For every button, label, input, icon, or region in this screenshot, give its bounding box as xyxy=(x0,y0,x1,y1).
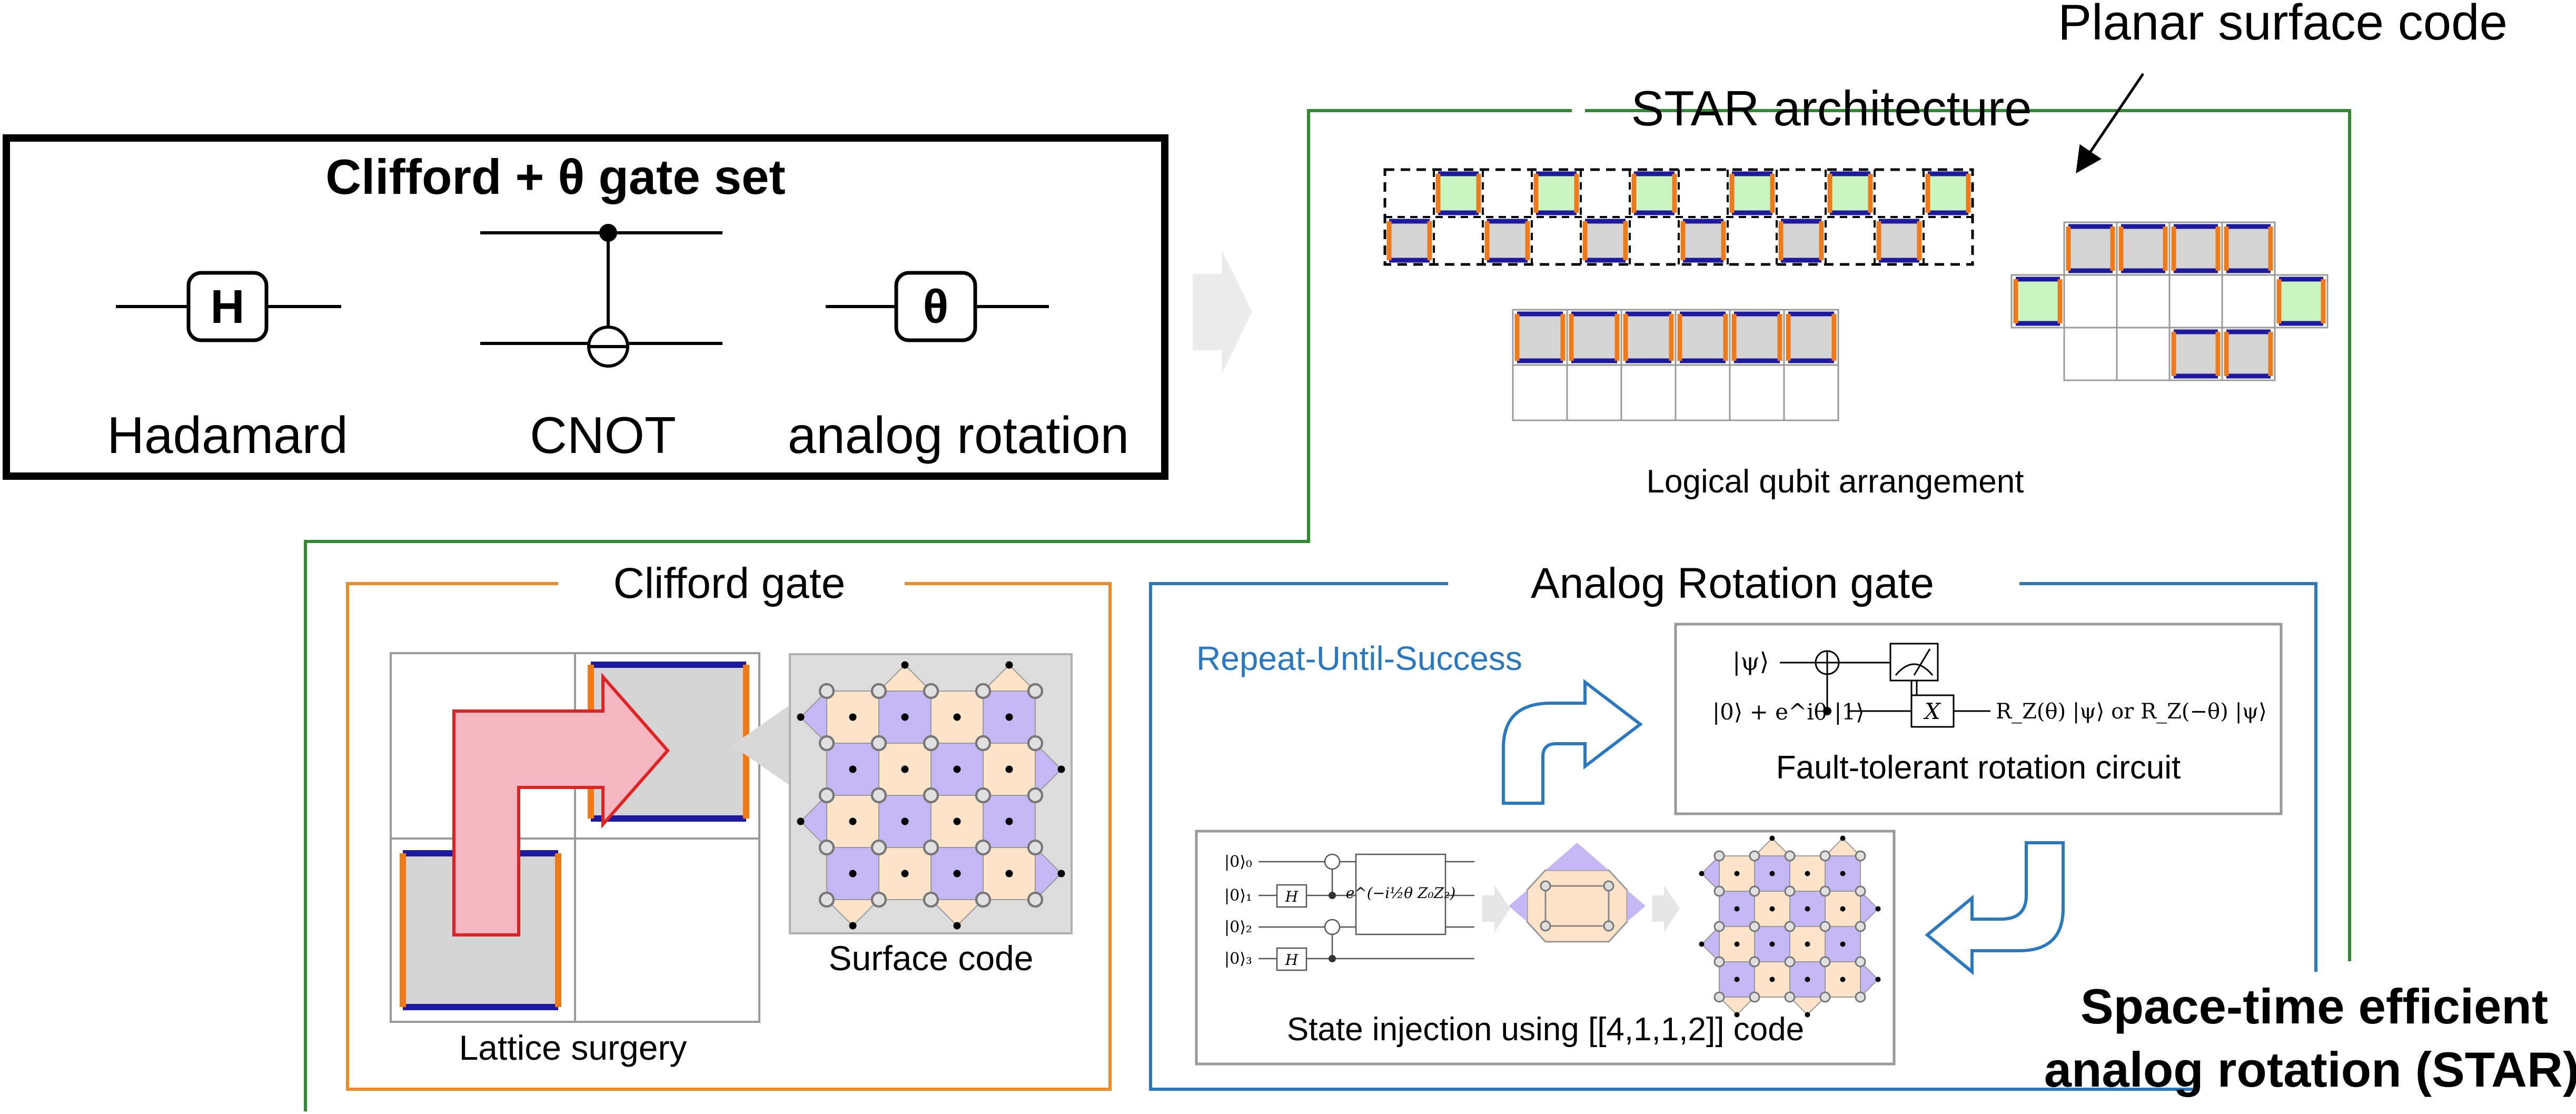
planar-surface-label: Planar surface code xyxy=(2058,0,2508,51)
cnot-label: CNOT xyxy=(530,406,676,464)
arrangement-label: Logical qubit arrangement xyxy=(1647,464,2024,500)
inj-arrow1-icon xyxy=(1482,885,1510,932)
ft-caption: Fault-tolerant rotation circuit xyxy=(1776,750,2181,786)
star-name-line2: analog rotation (STAR) xyxy=(2044,1042,2576,1097)
logical-patch xyxy=(1830,174,1870,213)
logical-patch xyxy=(1788,314,1834,361)
logical-patch xyxy=(1536,174,1577,213)
rotation-label: analog rotation xyxy=(788,406,1129,464)
surface-code-label: Surface code xyxy=(829,939,1034,978)
gate-set-box: Clifford + θ gate set H Hadamard CNOT θ … xyxy=(3,134,1168,480)
logical-patch xyxy=(1585,221,1626,260)
ft-output: R_Z(θ) |ψ⟩ or R_Z(−θ) |ψ⟩ xyxy=(1996,699,2267,724)
star-title: STAR architecture xyxy=(1631,81,2032,136)
hadamard-symbol: H xyxy=(211,281,245,333)
clifford-frame: Clifford gate xyxy=(346,559,1112,1091)
logical-patch xyxy=(1879,221,1919,260)
linear-arrangement xyxy=(1512,309,1839,421)
logical-patch xyxy=(1781,221,1821,260)
theta-symbol: θ xyxy=(923,281,949,333)
logical-patch xyxy=(1389,221,1430,260)
hadamard-label: Hadamard xyxy=(107,406,348,464)
inj-caption: State injection using [[4,1,1,2]] code xyxy=(1287,1011,1804,1048)
analog-frame: Analog Rotation gate xyxy=(1149,559,2317,1091)
star-name-line1: Space-time efficient xyxy=(2080,979,2548,1034)
inj-arrow2-icon xyxy=(1652,885,1680,932)
logical-patch xyxy=(2226,226,2271,271)
checker-arrangement xyxy=(1383,168,1974,266)
flow-arrow-icon xyxy=(1193,250,1252,374)
inj-gate: e^(−i½θ Z₀Z₂) xyxy=(1346,884,1456,902)
logical-patch xyxy=(2279,279,2323,323)
logical-patch xyxy=(1626,314,1671,361)
logical-patch xyxy=(1928,174,1968,213)
surgery-arrow-icon xyxy=(452,673,670,936)
rus-arrow-icon xyxy=(1502,678,1643,805)
logical-patch xyxy=(1683,221,1723,260)
ft-input: |0⟩ + e^iθ |1⟩ xyxy=(1712,699,1865,725)
inj-q2: |0⟩₂ xyxy=(1224,918,1252,936)
inj-final-code xyxy=(1699,835,1881,1018)
logical-patch xyxy=(2174,226,2218,271)
pointer-arrow-icon xyxy=(2076,73,2145,174)
ft-x: X xyxy=(1923,698,1941,724)
ft-rotation-box: |ψ⟩ |0⟩ + e^iθ |1⟩ X R_Z(θ) |ψ⟩ or R_Z(−… xyxy=(1674,623,2283,815)
logical-patch xyxy=(1732,174,1772,213)
hadamard-gate: H xyxy=(116,271,341,342)
analog-title: Analog Rotation gate xyxy=(1531,559,1934,607)
logical-patch xyxy=(1680,314,1726,361)
inj-q3: |0⟩₃ xyxy=(1224,950,1252,968)
inj-h1: H xyxy=(1285,888,1299,905)
inj-small-code xyxy=(1509,843,1646,943)
planar-arrangement xyxy=(2010,221,2329,381)
logical-patch xyxy=(2121,226,2165,271)
rotation-gate: θ xyxy=(826,271,1049,342)
logical-patch xyxy=(1438,174,1479,213)
injection-arrow-icon xyxy=(1925,841,2065,975)
logical-patch xyxy=(2174,332,2218,376)
logical-patch xyxy=(1734,314,1780,361)
lattice-surgery-label: Lattice surgery xyxy=(459,1028,687,1067)
logical-patch xyxy=(2016,279,2060,323)
zoom-pointer-icon xyxy=(732,703,792,787)
ft-psi: |ψ⟩ xyxy=(1732,647,1769,676)
inj-h3: H xyxy=(1285,951,1299,969)
gate-set-title: Clifford + θ gate set xyxy=(325,149,785,204)
state-injection-box: |0⟩₀ |0⟩₁ |0⟩₂ |0⟩₃ H H e^(−i½θ Z₀Z₂) xyxy=(1195,830,1896,1066)
inj-q0: |0⟩₀ xyxy=(1224,853,1252,871)
logical-patch xyxy=(1634,174,1675,213)
star-frame: STAR architecture xyxy=(304,81,2351,1111)
surface-code-lattice xyxy=(797,661,1065,930)
logical-patch xyxy=(1571,314,1617,361)
logical-patch xyxy=(2226,332,2271,376)
cnot-gate xyxy=(480,224,722,368)
clifford-title: Clifford gate xyxy=(613,559,846,607)
inj-q1: |0⟩₁ xyxy=(1224,886,1252,905)
lattice-surgery xyxy=(390,652,760,1023)
logical-patch xyxy=(1487,221,1528,260)
rus-label: Repeat-Until-Success xyxy=(1196,639,1522,677)
logical-patch xyxy=(1517,314,1563,361)
logical-patch xyxy=(2068,226,2113,271)
